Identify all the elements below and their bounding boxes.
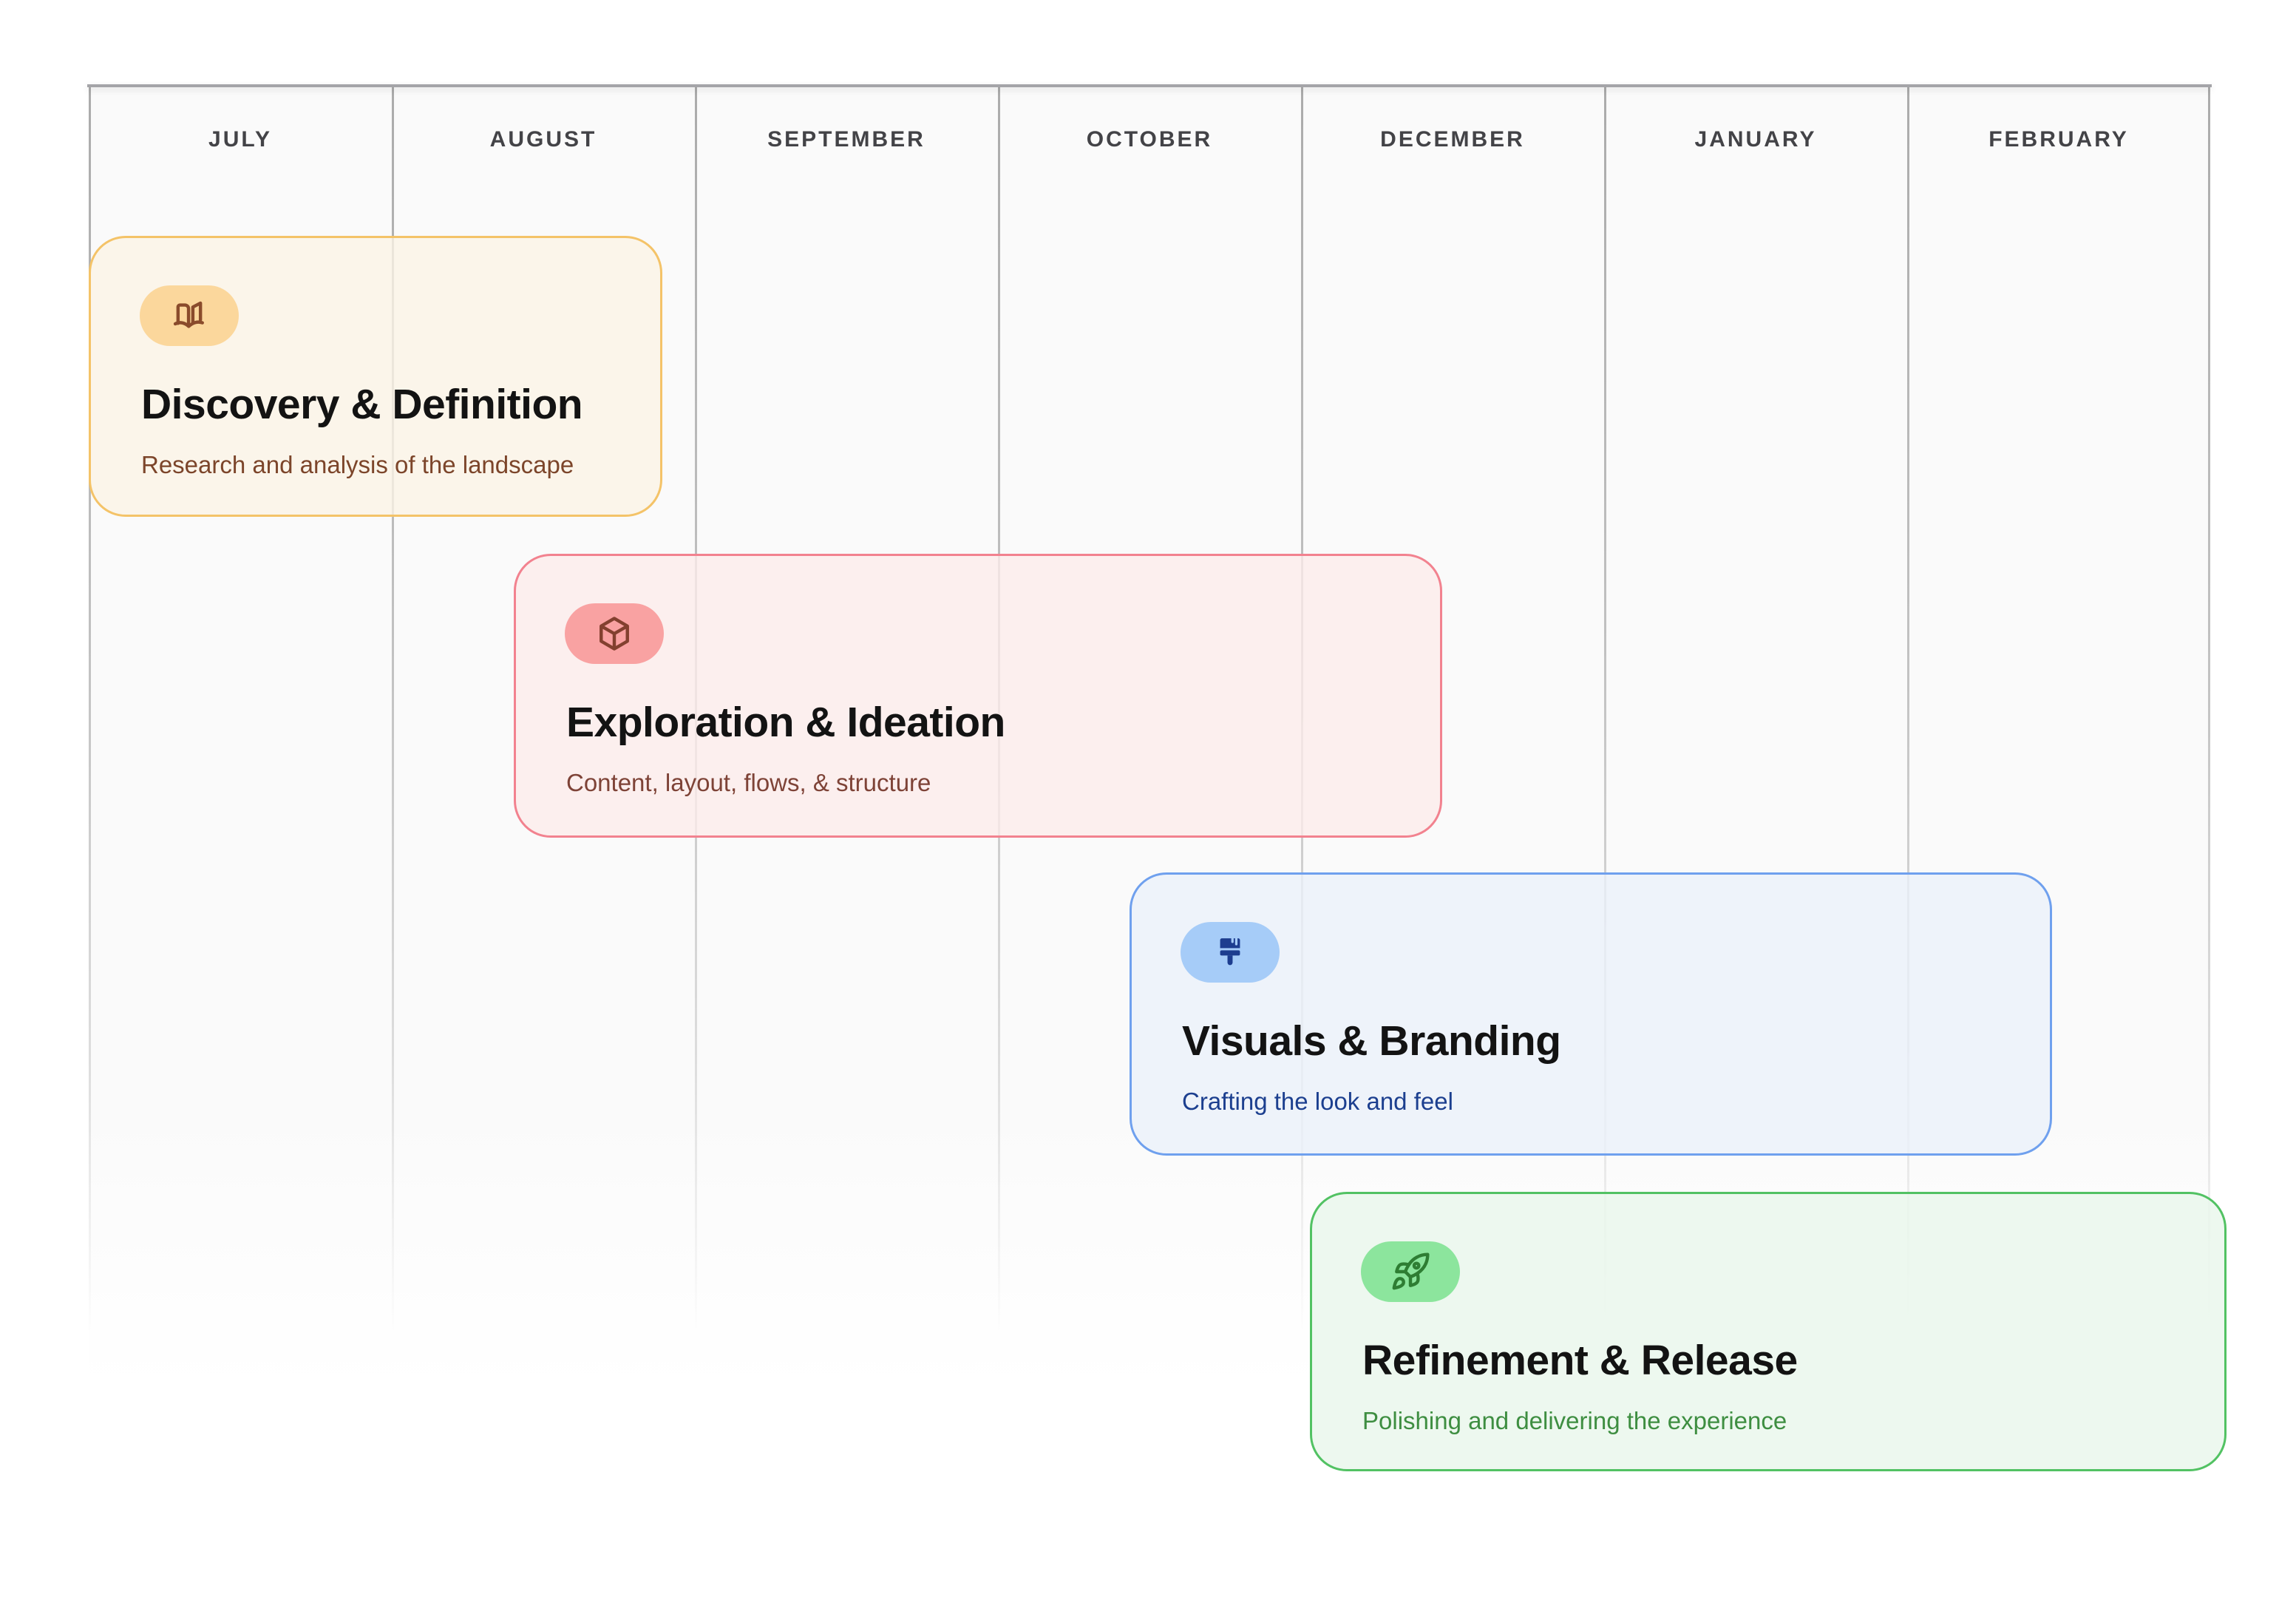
column-divider — [2208, 86, 2210, 1386]
timeline-top-border — [87, 84, 2212, 87]
column-divider — [89, 86, 91, 1386]
phase-icon-badge — [140, 285, 239, 346]
month-header-december: DECEMBER — [1380, 127, 1525, 152]
month-header-july: JULY — [208, 127, 272, 152]
phase-icon-badge — [565, 603, 664, 664]
phase-title: Exploration & Ideation — [566, 699, 1005, 746]
phase-title: Refinement & Release — [1362, 1337, 1798, 1384]
phase-title: Visuals & Branding — [1182, 1017, 1561, 1065]
column-divider — [392, 86, 394, 1386]
phase-subtitle: Content, layout, flows, & structure — [566, 769, 931, 796]
phase-card-exploration-ideation[interactable]: Exploration & Ideation Content, layout, … — [514, 554, 1442, 838]
book-open-icon — [173, 301, 204, 328]
phase-subtitle: Crafting the look and feel — [1182, 1088, 1453, 1115]
phase-subtitle: Polishing and delivering the experience — [1362, 1407, 1787, 1434]
phase-card-discovery-definition[interactable]: Discovery & Definition Research and anal… — [89, 236, 662, 517]
month-header-september: SEPTEMBER — [767, 127, 925, 152]
month-header-february: FEBRUARY — [1988, 127, 2129, 152]
phase-title: Discovery & Definition — [141, 381, 583, 428]
column-divider — [1604, 86, 1606, 1386]
phase-icon-badge — [1181, 922, 1280, 983]
box-icon — [600, 617, 629, 651]
month-header-august: AUGUST — [489, 127, 597, 152]
phase-subtitle: Research and analysis of the landscape — [141, 451, 574, 478]
phase-card-visuals-branding[interactable]: Visuals & Branding Crafting the look and… — [1130, 872, 2052, 1156]
rocket-icon — [1392, 1252, 1430, 1290]
phase-icon-badge — [1361, 1241, 1460, 1302]
month-header-october: OCTOBER — [1086, 127, 1213, 152]
column-divider — [1907, 86, 1909, 1386]
paintbrush-icon — [1220, 937, 1240, 966]
month-header-january: JANUARY — [1694, 127, 1817, 152]
phase-card-refinement-release[interactable]: Refinement & Release Polishing and deliv… — [1310, 1192, 2227, 1471]
